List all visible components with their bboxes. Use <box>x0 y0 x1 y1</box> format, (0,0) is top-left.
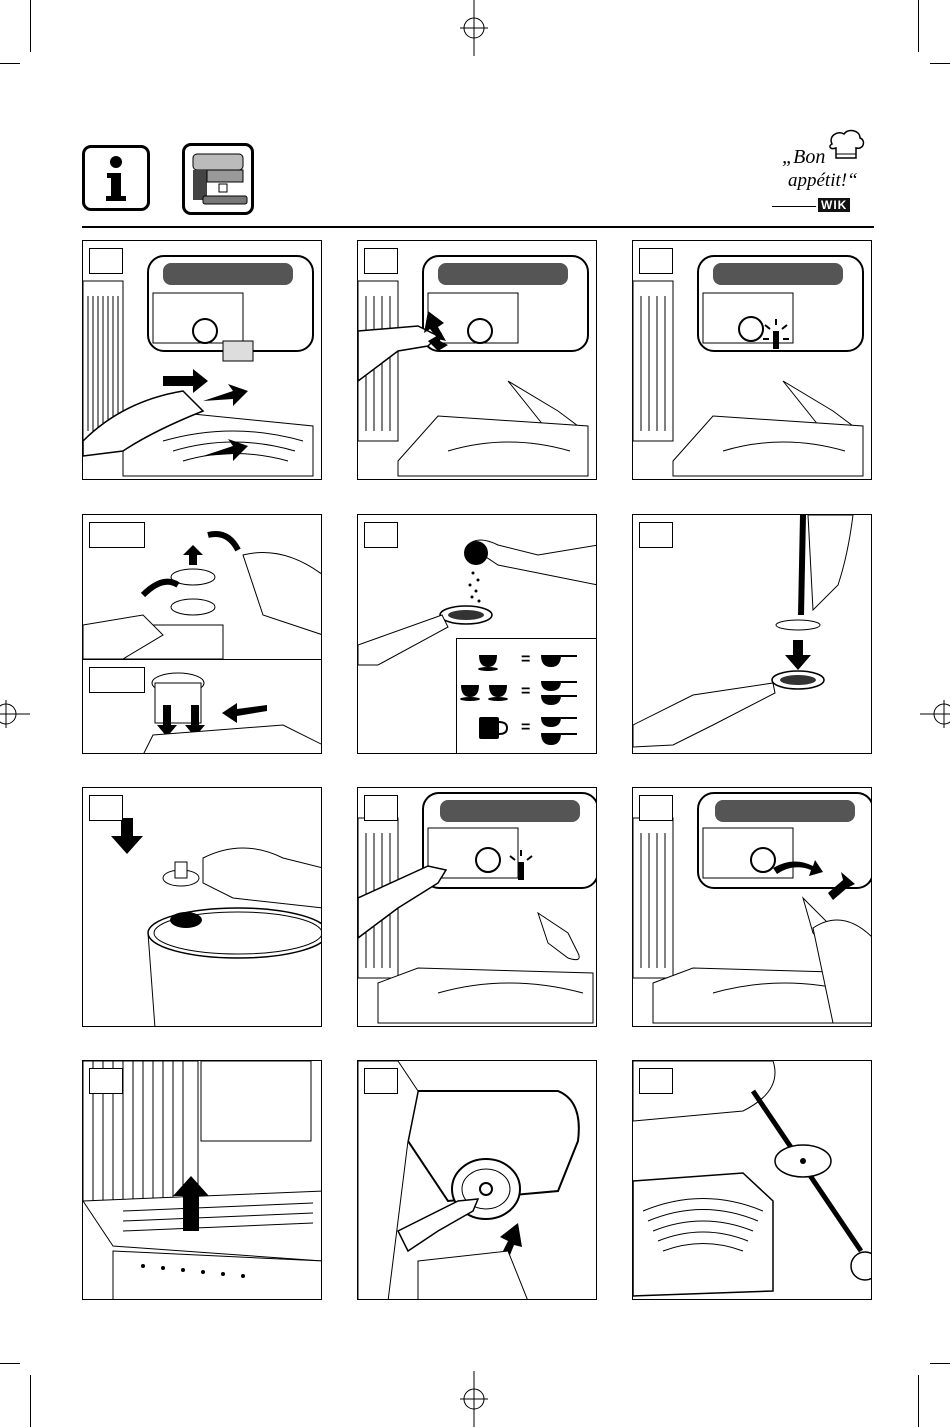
crop-mark <box>930 63 950 64</box>
insert-filter-illustration <box>83 515 322 754</box>
crop-mark <box>30 0 31 52</box>
step-panel-insert-filter <box>82 514 322 754</box>
registration-mark-icon <box>0 686 30 742</box>
dose-row: = <box>457 649 597 675</box>
open-coffee-tin-illustration <box>83 788 322 1027</box>
step-panel-clean-shower-head <box>357 1060 597 1300</box>
equals-sign: = <box>521 683 530 701</box>
dose-row: = <box>457 679 597 709</box>
registration-mark-icon <box>920 686 950 742</box>
logo-text-line2: appétit!“ <box>788 170 858 192</box>
chef-hat-icon <box>826 128 866 164</box>
clean-shower-head-illustration <box>358 1061 597 1300</box>
step-panel-remove-filter-holder <box>82 240 322 480</box>
indicator-light-illustration <box>633 241 872 480</box>
mug-icon <box>477 715 509 741</box>
step-number-box <box>89 1068 123 1094</box>
cup-icon <box>487 683 513 701</box>
bon-appetit-logo: „Bon appétit!“ WIK <box>766 128 874 216</box>
crop-mark <box>0 63 20 64</box>
step-number-box <box>364 522 398 548</box>
equals-sign: = <box>521 651 530 669</box>
header-rule <box>82 226 874 228</box>
step-number-box <box>639 522 673 548</box>
crop-mark <box>918 0 919 52</box>
dose-table: = = = <box>456 638 597 754</box>
tamp-coffee-illustration <box>633 515 872 754</box>
step-panel-switch-on <box>357 787 597 1027</box>
espresso-machine-icon <box>182 143 254 215</box>
equals-sign: = <box>521 719 530 737</box>
info-icon <box>82 145 150 211</box>
step-panel-tamp-coffee <box>632 514 872 754</box>
crop-mark <box>918 1375 919 1427</box>
step-panel-turn-knob-steam <box>632 787 872 1027</box>
step-panel-clean-with-brush <box>632 1060 872 1300</box>
crop-mark <box>0 1363 20 1364</box>
dose-row: = <box>457 713 597 751</box>
step-panel-open-coffee-tin <box>82 787 322 1027</box>
panel-divider <box>83 659 322 660</box>
registration-mark-icon <box>446 1371 502 1427</box>
step-number-box <box>364 795 398 821</box>
step-number-box <box>639 795 673 821</box>
step-number-box <box>639 248 673 274</box>
remove-filter-holder-illustration <box>83 241 322 480</box>
step-panel-indicator-light <box>632 240 872 480</box>
scoop-icon <box>539 653 579 671</box>
step-number-box <box>364 1068 398 1094</box>
step-panel-fill-coffee: = = = <box>357 514 597 754</box>
cup-icon <box>459 683 485 701</box>
step-panel-drip-tray <box>82 1060 322 1300</box>
step-number-box <box>89 667 145 693</box>
turn-knob-steam-illustration <box>633 788 872 1027</box>
clean-with-brush-illustration <box>633 1061 872 1300</box>
step-panel-press-switch <box>357 240 597 480</box>
crop-mark <box>930 1363 950 1364</box>
logo-text-line1: „Bon <box>782 146 825 169</box>
step-number-box <box>89 795 123 821</box>
switch-on-illustration <box>358 788 597 1027</box>
step-number-box <box>89 248 123 274</box>
logo-underline <box>772 206 816 207</box>
registration-mark-icon <box>446 0 502 56</box>
cup-icon <box>477 653 503 671</box>
crop-mark <box>30 1375 31 1427</box>
drip-tray-illustration <box>83 1061 322 1300</box>
scoop-icon <box>539 715 579 747</box>
press-switch-illustration <box>358 241 597 480</box>
scoop-icon <box>539 679 579 709</box>
step-number-box <box>364 248 398 274</box>
step-number-box <box>89 522 145 548</box>
step-number-box <box>639 1068 673 1094</box>
brand-mark: WIK <box>818 198 850 212</box>
